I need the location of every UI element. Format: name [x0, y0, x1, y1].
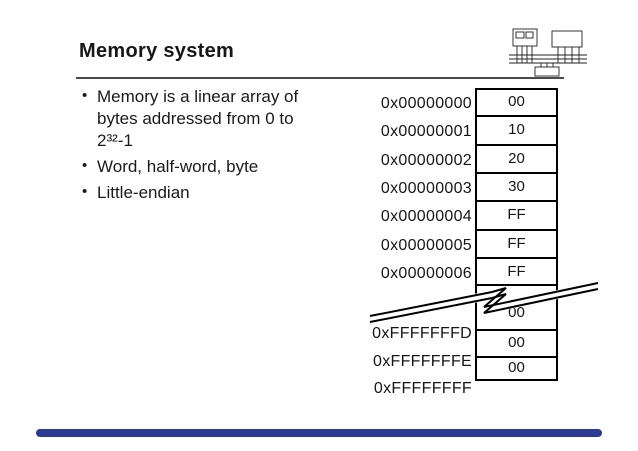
- bullet-icon: •: [82, 87, 88, 104]
- bullet-text: Word, half-word, byte: [97, 157, 259, 176]
- column-edge: [556, 284, 558, 381]
- list-item: • Word, half-word, byte: [80, 156, 390, 178]
- memory-cell: 30: [508, 178, 525, 195]
- bullet-text: Little-endian: [97, 183, 190, 202]
- memory-cell: 20: [508, 150, 525, 167]
- memory-cell: FF: [507, 206, 526, 223]
- cell-divider: [477, 115, 556, 117]
- address-label: 0xFFFFFFFE: [373, 353, 472, 370]
- column-edge: [475, 284, 477, 381]
- address-label: 0x00000002: [380, 152, 472, 169]
- list-item: • Memory is a linear array of bytes addr…: [80, 86, 390, 152]
- column-bottom-edge: [475, 379, 558, 381]
- memory-cells-box: [475, 88, 558, 286]
- bullet-icon: •: [82, 157, 88, 174]
- io-box: [534, 66, 560, 77]
- memory-break-icon: [369, 281, 599, 324]
- cell-divider: [477, 229, 556, 231]
- footer-accent-bar: [36, 429, 602, 437]
- cell-divider: [477, 356, 556, 358]
- cell-divider: [477, 329, 556, 331]
- cpu-inner-box: [515, 31, 525, 39]
- cell-divider: [477, 144, 556, 146]
- page-title: Memory system: [79, 40, 235, 62]
- address-label: 0x00000001: [380, 123, 472, 140]
- memory-cell: 00: [508, 334, 525, 351]
- cell-divider: [477, 200, 556, 202]
- memory-cell: FF: [507, 235, 526, 252]
- address-label: 0x00000004: [380, 208, 472, 225]
- cell-divider: [477, 257, 556, 259]
- address-label: 0x00000005: [380, 237, 472, 254]
- address-label: 0x00000006: [380, 265, 472, 282]
- memory-cell: FF: [507, 263, 526, 280]
- list-item: • Little-endian: [80, 182, 390, 204]
- cell-divider: [477, 172, 556, 174]
- cpu-inner-box: [525, 31, 534, 39]
- memory-cell: 10: [508, 121, 525, 138]
- title-rule-divider: [76, 77, 564, 79]
- bullet-text: 2³²-1: [97, 131, 133, 150]
- memory-cell: 00: [508, 93, 525, 110]
- bullet-text: Memory is a linear array of: [97, 87, 299, 106]
- memory-box: [551, 30, 583, 48]
- bullet-text: bytes addressed from 0 to: [97, 109, 294, 128]
- bullet-list: • Memory is a linear array of bytes addr…: [80, 86, 390, 208]
- system-block-diagram-logo: [509, 28, 587, 77]
- address-label: 0xFFFFFFFF: [373, 380, 472, 397]
- address-label: 0x00000000: [380, 95, 472, 112]
- address-label: 0xFFFFFFFD: [372, 325, 472, 342]
- memory-diagram: 0x00000000 0x00000001 0x00000002 0x00000…: [360, 85, 620, 420]
- address-label: 0x00000003: [380, 180, 472, 197]
- cpu-box: [512, 28, 538, 47]
- memory-cell: 00: [508, 359, 525, 376]
- bullet-icon: •: [82, 183, 88, 200]
